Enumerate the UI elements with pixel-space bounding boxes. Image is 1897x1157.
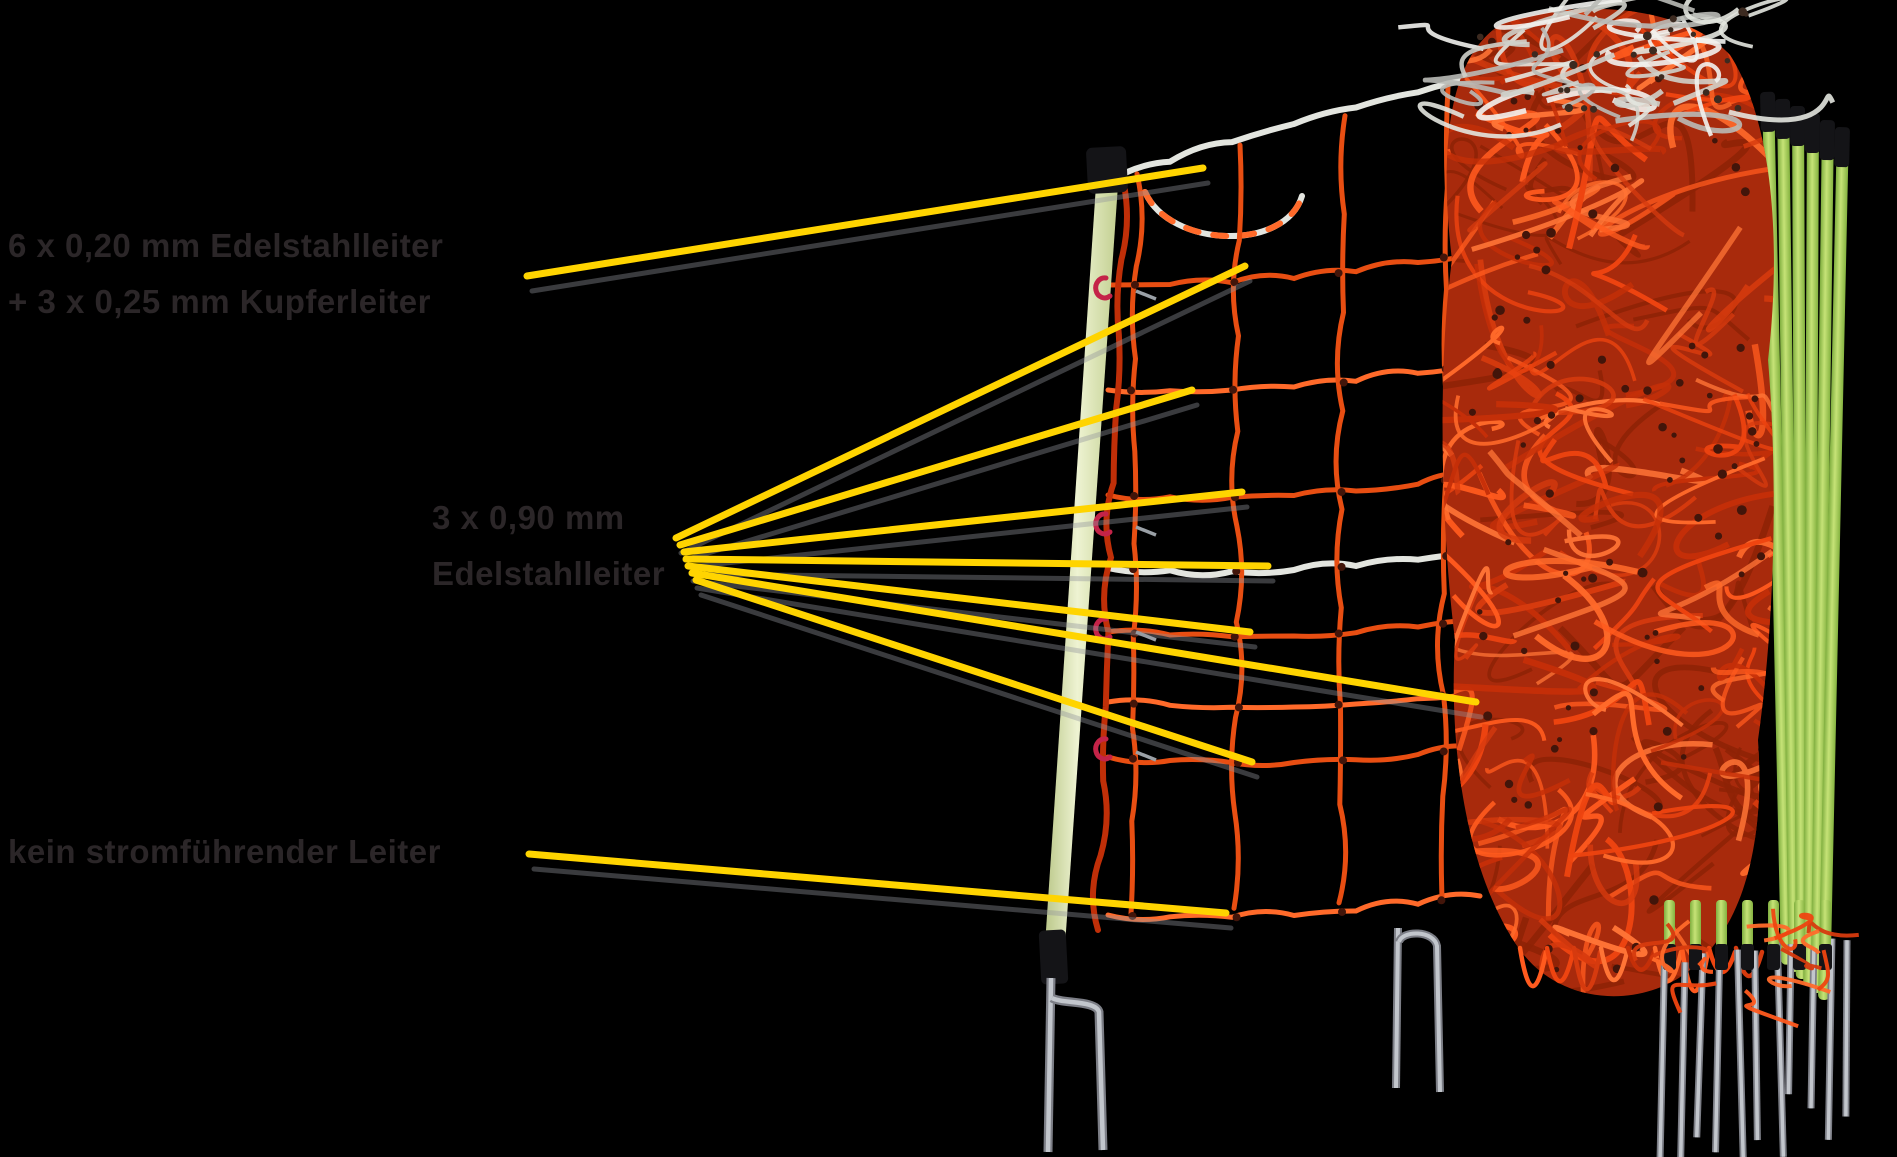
label-top-line2: + 3 x 0,25 mm Kupferleiter [8,283,431,320]
post-ferrule [1038,929,1069,985]
annotation-fan-line-7 [692,576,1256,766]
bundle-posts [1760,91,1850,1000]
annotation-fan-line-4 [682,555,1272,570]
label-middle-conductor: 3 x 0,90 mm Edelstahlleiter [432,490,665,602]
post-body [1044,185,1118,960]
label-middle-line2: Edelstahlleiter [432,555,666,592]
label-top-line1: 6 x 0,20 mm Edelstahlleiter [8,227,444,264]
annotation-fan-line-2 [676,386,1196,549]
white-strand-tangle [1398,0,1836,142]
post-double-spike [1043,977,1108,1153]
label-bottom-strand: kein stromführender Leiter [8,824,441,880]
annotation-fan-line-5 [684,562,1254,636]
annotation-line-bottom [525,850,1230,917]
annotation-fan-line-1 [672,262,1249,542]
annotation-fan-line-6 [688,569,1480,706]
label-top-conductor: 6 x 0,20 mm Edelstahlleiter + 3 x 0,25 m… [8,218,443,330]
fence-net-panel [1089,75,1483,933]
bundle-ground-spikes [1392,900,1860,1157]
annotation-lines [523,164,1480,917]
net-bundle [1398,0,1836,997]
label-bottom-line1: kein stromführender Leiter [8,833,441,870]
annotation-fan-line-3 [680,488,1246,556]
post-clips [1093,275,1157,762]
annotation-line-top [523,164,1207,280]
label-middle-line1: 3 x 0,90 mm [432,499,625,536]
